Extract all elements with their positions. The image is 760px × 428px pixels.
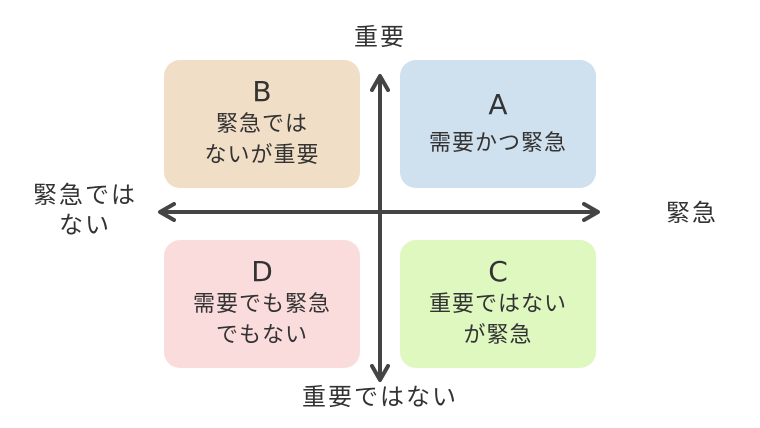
quadrant-a-text: 需要かつ緊急 (428, 130, 567, 156)
quadrant-c-letter: C (488, 255, 508, 289)
quadrant-c-text: 重要ではない が緊急 (428, 292, 567, 349)
quadrant-d-letter: D (251, 255, 273, 289)
quadrant-d-text: 需要でも緊急 でもない (192, 292, 331, 349)
quadrant-b-text: 緊急では ないが重要 (204, 112, 320, 169)
axis-label-urgent: 緊急 (666, 199, 718, 227)
axis-label-important: 重要 (354, 23, 406, 51)
quadrant-c: C 重要ではない が緊急 (400, 240, 596, 368)
quadrant-b: B 緊急では ないが重要 (164, 60, 360, 188)
axis-label-not-important: 重要ではない (302, 383, 458, 411)
quadrant-a: A 需要かつ緊急 (400, 60, 596, 188)
quadrant-b-letter: B (252, 75, 272, 109)
axis-label-not-urgent: 緊急では ない (33, 181, 137, 239)
quadrant-d: D 需要でも緊急 でもない (164, 240, 360, 368)
quadrant-a-letter: A (488, 87, 508, 121)
